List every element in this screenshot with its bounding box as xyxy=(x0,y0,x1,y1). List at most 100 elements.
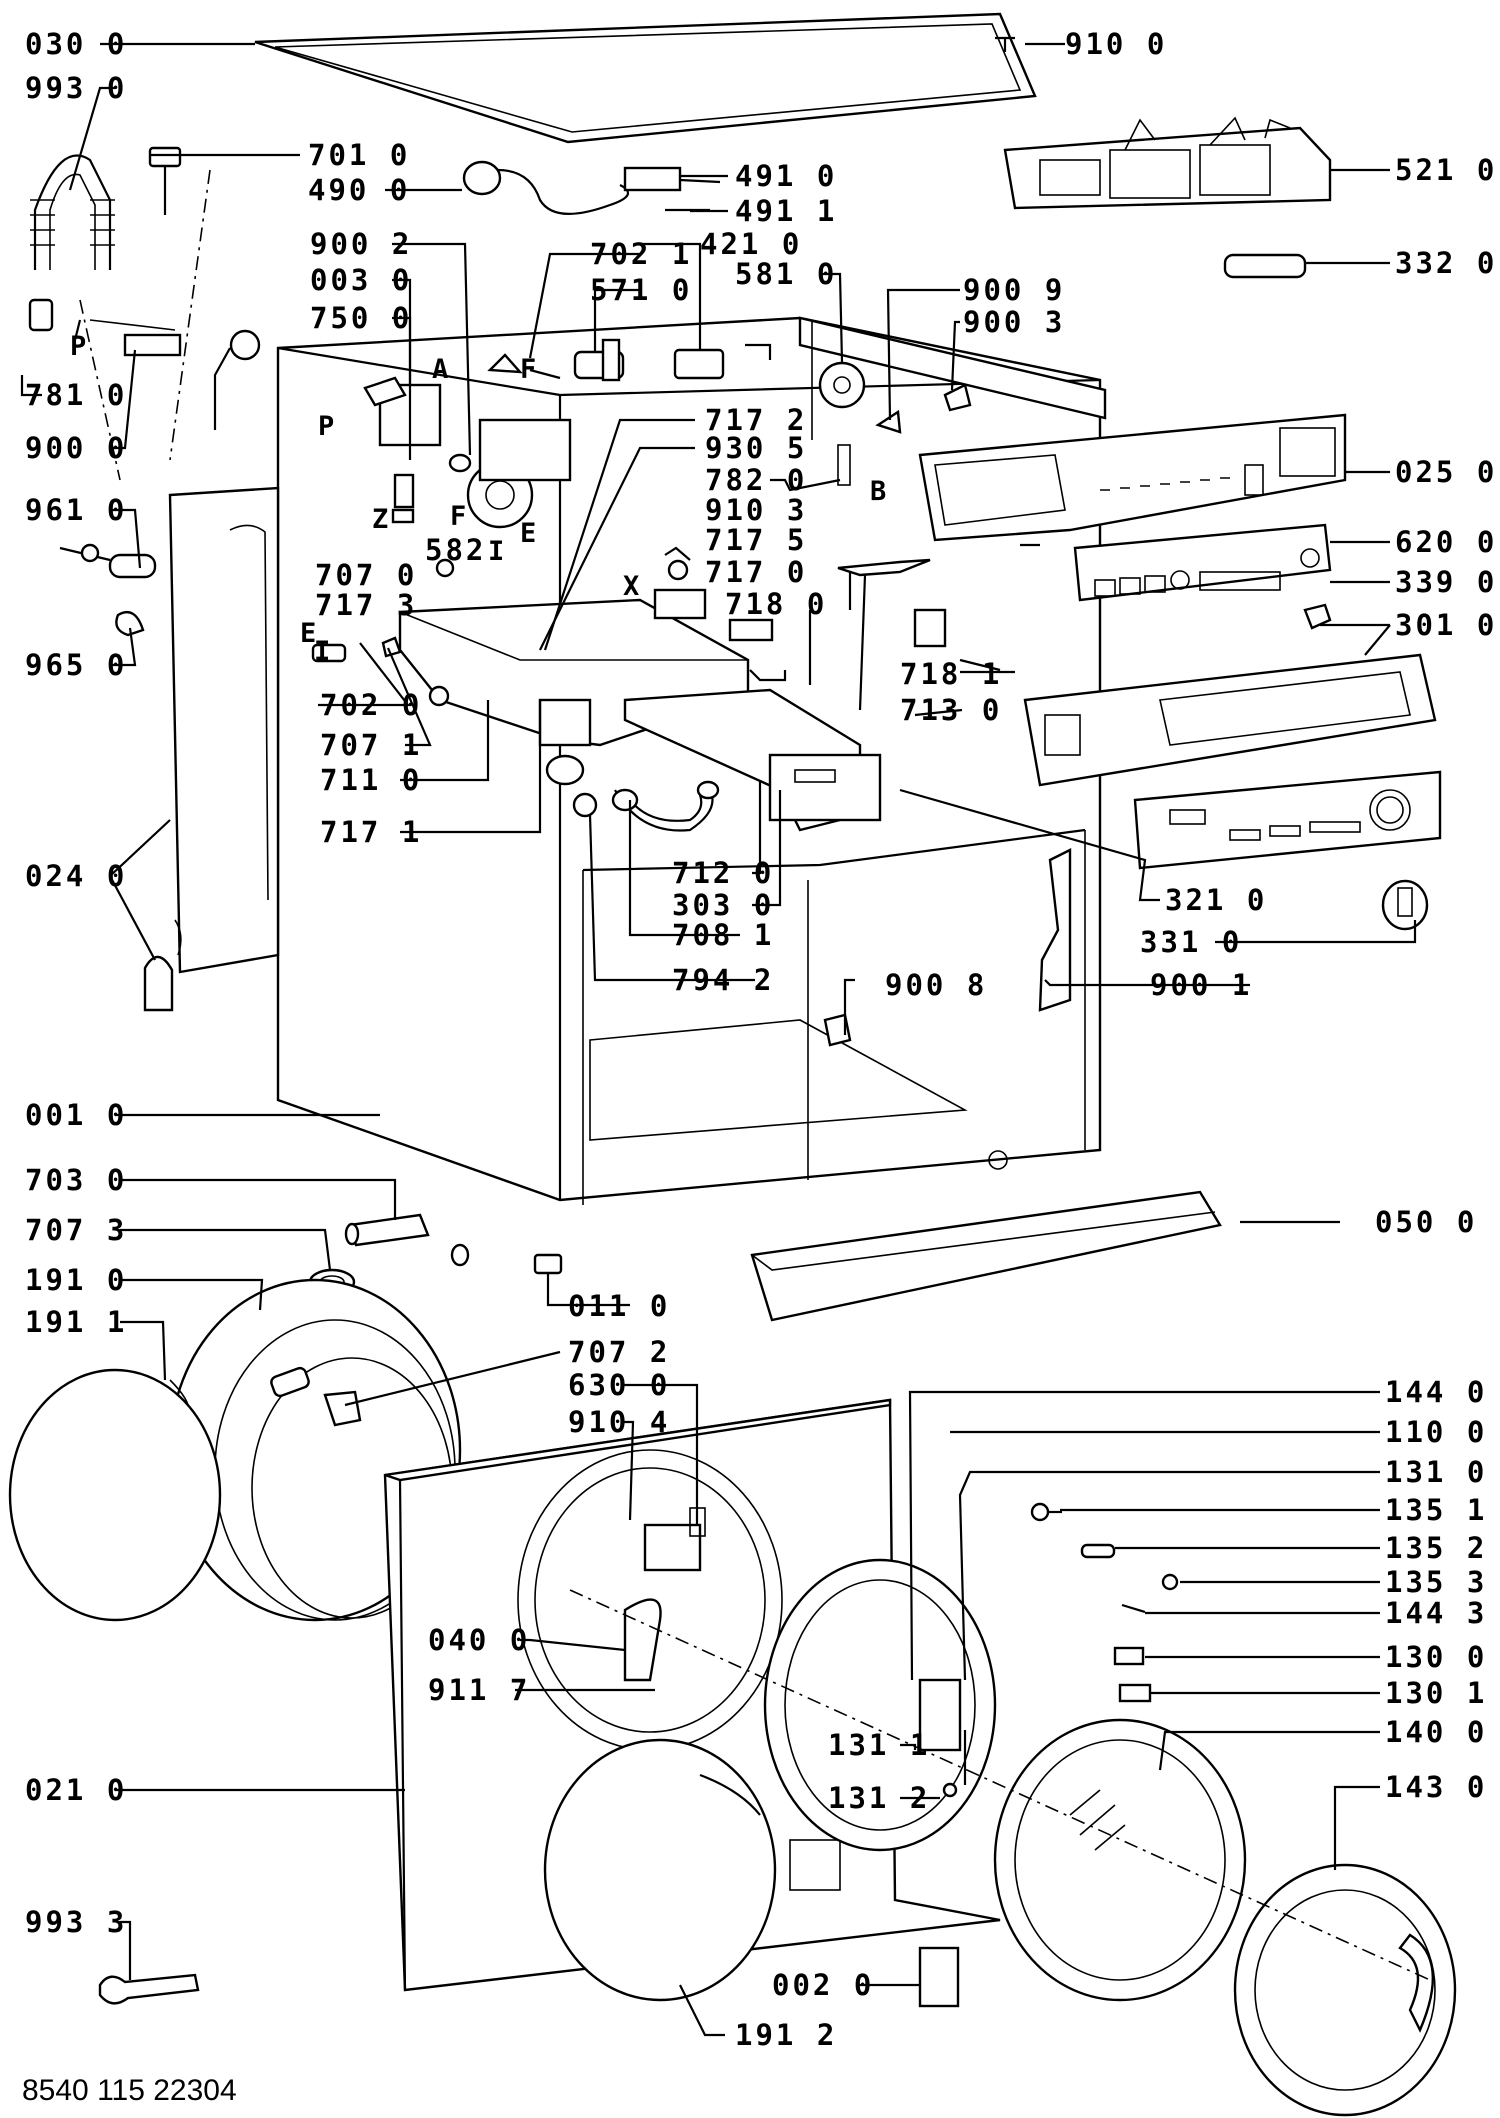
label-011-0: 011 0 xyxy=(568,1289,670,1323)
foot-024-part xyxy=(143,955,174,1012)
control-panel-025-part xyxy=(918,413,1347,542)
label-781-0: 781 0 xyxy=(25,378,127,412)
diagram-reference-code: 8540 115 22304 xyxy=(22,2074,237,2107)
label-331-0: 331 0 xyxy=(1140,925,1242,959)
ring-7942-part xyxy=(572,792,598,818)
rear-panel-part xyxy=(168,486,280,974)
label-003-0: 003 0 xyxy=(310,263,412,297)
axis-line-3 xyxy=(79,299,121,481)
label-750-0: 750 0 xyxy=(310,301,412,335)
label-490-0: 490 0 xyxy=(308,173,410,207)
label-782-0: 782 0 xyxy=(705,463,807,497)
control-module-part xyxy=(1003,116,1332,210)
axis-line-1 xyxy=(169,169,211,461)
label-707-3: 707 3 xyxy=(25,1213,127,1247)
part-002-part xyxy=(918,1946,960,2008)
label-993-0: 993 0 xyxy=(25,71,127,105)
label-794-2: 794 2 xyxy=(672,963,774,997)
part-965-part xyxy=(115,610,145,637)
label-040-0: 040 0 xyxy=(428,1623,530,1657)
label-421-0: 421 0 xyxy=(700,227,802,261)
callout-B: B xyxy=(870,476,886,507)
label-002-0: 002 0 xyxy=(772,1968,874,2002)
motor-582-part xyxy=(391,418,572,529)
clip-9003-part xyxy=(943,383,972,412)
callout-E-left: E xyxy=(300,618,316,649)
label-910-0: 910 0 xyxy=(1065,27,1167,61)
label-191-1: 191 1 xyxy=(25,1305,127,1339)
part-961-part xyxy=(59,543,157,579)
label-110-0: 110 0 xyxy=(1385,1415,1487,1449)
tube-part xyxy=(1223,253,1307,279)
foot-screw-011-part xyxy=(533,1253,563,1300)
label-702-0: 702 0 xyxy=(320,688,422,722)
cabinet-part xyxy=(247,316,1102,1205)
callout-P-lower: P xyxy=(318,411,334,442)
callout-E-right: E xyxy=(520,518,536,549)
pressure-switch-581-part xyxy=(818,361,866,486)
label-930-5: 930 5 xyxy=(705,431,807,465)
label-144-0: 144 0 xyxy=(1385,1375,1487,1409)
hinge-hardware-part xyxy=(1030,1502,1179,1703)
label-135-3: 135 3 xyxy=(1385,1565,1487,1599)
label-131-0: 131 0 xyxy=(1385,1455,1487,1489)
label-301-0: 301 0 xyxy=(1395,608,1497,642)
connector-A-part xyxy=(363,376,407,407)
label-993-3: 993 3 xyxy=(25,1905,127,1939)
label-708-1: 708 1 xyxy=(672,918,774,952)
label-491-1: 491 1 xyxy=(735,194,837,228)
label-321-0: 321 0 xyxy=(1165,883,1267,917)
door-frame-110-part xyxy=(763,1558,997,1852)
callout-Z: Z xyxy=(372,504,388,535)
outer-ring-143-part xyxy=(1233,1863,1457,2117)
label-571-0: 571 0 xyxy=(590,273,692,307)
part-339-part xyxy=(1303,603,1332,630)
label-521-0: 521 0 xyxy=(1395,153,1497,187)
component-491-part xyxy=(623,166,721,212)
label-703-0: 703 0 xyxy=(25,1163,127,1197)
label-339-0: 339 0 xyxy=(1395,565,1497,599)
callout-F-upper: F xyxy=(520,354,536,385)
label-630-0: 630 0 xyxy=(568,1368,670,1402)
knob-331-part xyxy=(1381,879,1429,931)
sensor-701-part xyxy=(148,146,182,215)
wrench-9933-part xyxy=(98,1973,200,2005)
label-582: 582 xyxy=(425,533,486,567)
label-332-0: 332 0 xyxy=(1395,246,1497,280)
label-024-0: 024 0 xyxy=(25,859,127,893)
label-135-2: 135 2 xyxy=(1385,1531,1487,1565)
panel-housing-301-part xyxy=(1023,653,1437,787)
label-131-2: 131 2 xyxy=(828,1781,930,1815)
label-191-2: 191 2 xyxy=(735,2018,837,2052)
label-581-0: 581 0 xyxy=(735,257,837,291)
label-701-0: 701 0 xyxy=(308,138,410,172)
axis-line-2 xyxy=(569,1589,1431,1981)
callout-P-upper: P xyxy=(70,331,86,362)
callout-F-lower: F xyxy=(450,501,466,532)
screw-910-part xyxy=(995,36,1015,52)
drawer-712-part xyxy=(623,688,882,832)
label-910-4: 910 4 xyxy=(568,1405,670,1439)
label-900-2: 900 2 xyxy=(310,227,412,261)
label-911-7: 911 7 xyxy=(428,1673,530,1707)
label-130-0: 130 0 xyxy=(1385,1640,1487,1674)
label-900-8: 900 8 xyxy=(885,968,987,1002)
label-303-0: 303 0 xyxy=(672,888,774,922)
callout-I-left: I xyxy=(314,636,330,667)
label-001-0: 001 0 xyxy=(25,1098,127,1132)
bracket-900-part xyxy=(89,319,182,357)
door-disc-1911-part xyxy=(8,1368,222,1622)
label-491-0: 491 0 xyxy=(735,159,837,193)
glass-1912-part xyxy=(543,1738,777,2002)
label-707-2: 707 2 xyxy=(568,1335,670,1369)
label-900-0: 900 0 xyxy=(25,431,127,465)
switch-421-part xyxy=(673,343,772,380)
label-707-0: 707 0 xyxy=(315,558,417,592)
valve-part xyxy=(213,329,261,430)
part-drawings xyxy=(8,12,1457,2117)
label-718-0: 718 0 xyxy=(725,587,827,621)
bracket-713-part xyxy=(837,558,947,648)
label-130-1: 130 1 xyxy=(1385,1676,1487,1710)
leader-lines xyxy=(20,42,1417,2037)
label-910-3: 910 3 xyxy=(705,493,807,527)
